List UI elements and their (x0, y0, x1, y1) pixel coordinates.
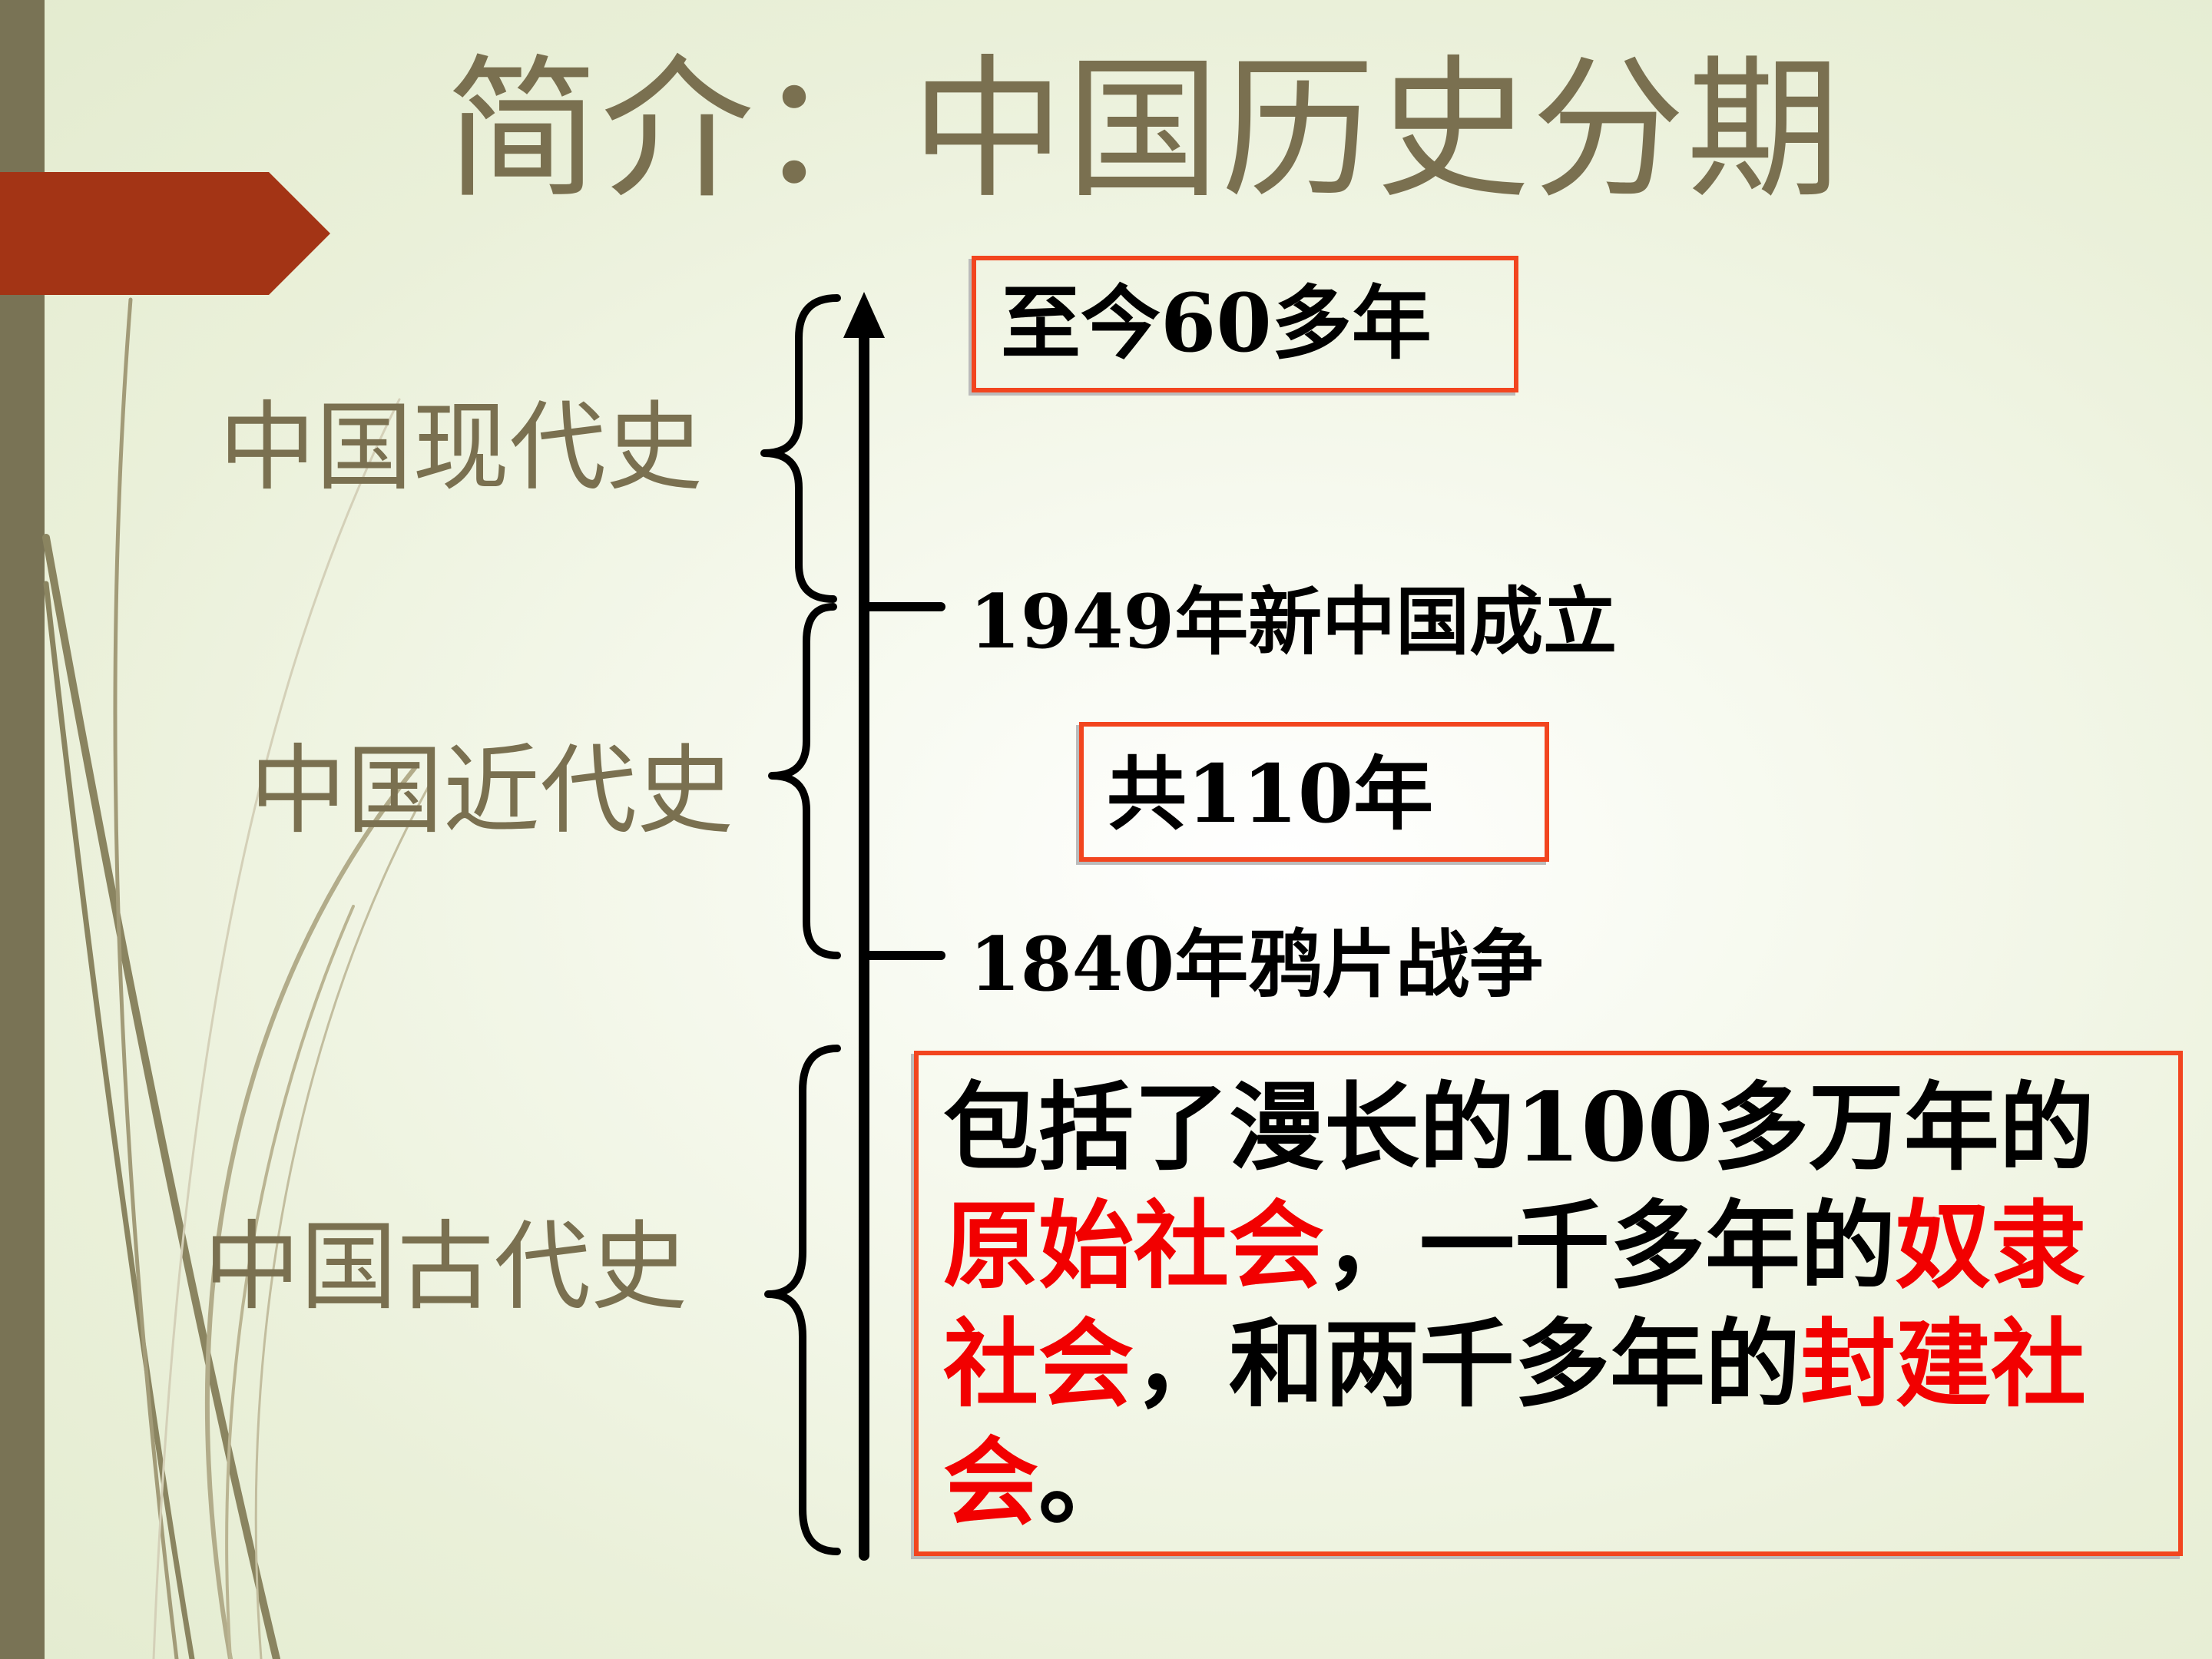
decor-line (42, 534, 280, 1659)
brace-early-modern (768, 603, 841, 959)
early-modern-span-box: 共110年 (1079, 722, 1549, 862)
early-modern-span-label: 共110年 (1107, 747, 1434, 841)
decor-line (43, 581, 195, 1659)
decor-line (113, 297, 179, 1659)
modern-span-label: 至今60多年 (1001, 276, 1432, 370)
desc-highlight-primitive-society: 原始社会 (943, 1190, 1325, 1302)
era-label-early-modern: 中国近代史 (250, 734, 733, 847)
decor-line (254, 782, 432, 1659)
desc-part: 包括了漫长的100多万年的 (943, 1072, 2094, 1184)
event-1840: 1840年鸦片战争 (969, 921, 1544, 1008)
decor-line (225, 905, 355, 1659)
brace-ancient (764, 1045, 841, 1555)
desc-highlight-feudal-society: 封建社会 (943, 1309, 2087, 1538)
era-label-ancient: 中国古代史 (204, 1210, 687, 1323)
brace-modern (760, 294, 841, 603)
desc-highlight-slave-society: 奴隶社会 (943, 1190, 2087, 1420)
decor-line (152, 398, 401, 1659)
desc-part: ，和两千多年的 (1134, 1309, 1801, 1420)
modern-span-box: 至今60多年 (972, 256, 1518, 392)
era-label-modern: 中国现代史 (219, 391, 703, 504)
event-1949: 1949年新中国成立 (969, 578, 1618, 665)
slide-title: 简介：中国历史分期 (445, 41, 1843, 220)
ancient-description-box: 包括了漫长的100多万年的原始社会，一千多年的奴隶社会，和两千多年的封建社会。 (914, 1051, 2183, 1556)
title-arrow-tab (0, 172, 330, 295)
desc-part: 。 (1038, 1427, 1134, 1538)
decor-line (205, 766, 417, 1659)
desc-part: ，一千多年的 (1324, 1190, 1896, 1302)
timeline-arrowhead (843, 292, 885, 338)
ancient-description: 包括了漫长的100多万年的原始社会，一千多年的奴隶社会，和两千多年的封建社会。 (943, 1069, 2157, 1542)
